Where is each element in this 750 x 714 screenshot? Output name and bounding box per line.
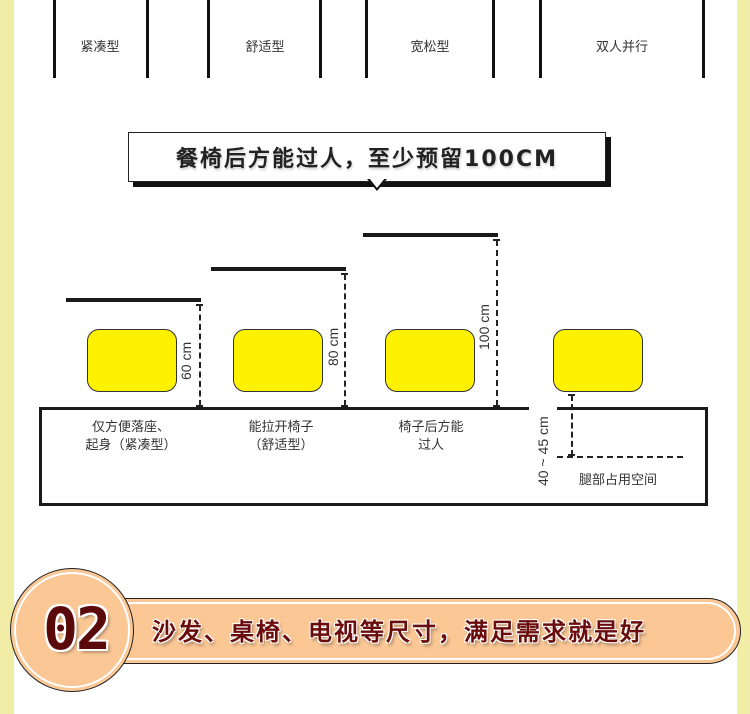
dimension-cap bbox=[493, 239, 500, 241]
section-banner bbox=[96, 598, 741, 664]
callout-pointer-fill bbox=[369, 178, 385, 188]
right-side-stripe bbox=[737, 0, 750, 714]
scenario-comfortable-line1: 能拉开椅子 bbox=[248, 420, 314, 435]
type-label-spacious: 宽松型 bbox=[410, 40, 450, 55]
chair-icon bbox=[385, 329, 475, 392]
type-label-two-person: 双人并行 bbox=[595, 40, 648, 55]
dimension-label-60: 60 cm bbox=[178, 341, 194, 380]
dimension-line-100 bbox=[496, 240, 498, 406]
section-number: 02 bbox=[43, 595, 111, 663]
scenario-pass-behind: 椅子后方能 过人 bbox=[372, 419, 490, 455]
dimension-cap bbox=[568, 394, 575, 396]
callout-title: 餐椅后方能过人，至少预留100CM bbox=[176, 147, 558, 172]
dimension-line-seat-height bbox=[571, 395, 573, 456]
divider-line bbox=[702, 0, 705, 78]
chair-icon bbox=[553, 329, 643, 392]
leg-space-line bbox=[557, 456, 683, 458]
dimension-line-80 bbox=[344, 274, 346, 406]
chair-icon bbox=[87, 329, 177, 392]
chair-icon bbox=[233, 329, 323, 392]
dimension-label-seat-height: 40 ~ 45 cm bbox=[535, 416, 551, 486]
scenario-comfortable-line2: （舒适型） bbox=[248, 438, 314, 453]
dimension-line-60 bbox=[199, 305, 201, 406]
leg-space-label: 腿部占用空间 bbox=[578, 473, 657, 488]
divider-line bbox=[319, 0, 322, 78]
scenario-pass-behind-line2: 过人 bbox=[417, 438, 444, 453]
dimension-cap bbox=[196, 304, 203, 306]
section-number-badge-inner-border bbox=[14, 572, 130, 688]
table-label-gap bbox=[529, 405, 557, 413]
dimension-cap bbox=[341, 405, 348, 407]
dimension-cap bbox=[341, 273, 348, 275]
dimension-cap bbox=[196, 405, 203, 407]
scenario-compact-line2: 起身（紧凑型） bbox=[85, 438, 177, 453]
dimension-cap bbox=[568, 454, 575, 456]
scenario-compact-line1: 仅方便落座、 bbox=[91, 420, 170, 435]
scenario-comfortable: 能拉开椅子 （舒适型） bbox=[222, 419, 340, 455]
type-label-comfortable: 舒适型 bbox=[245, 40, 285, 55]
wall-line-60 bbox=[66, 298, 201, 302]
divider-line bbox=[53, 0, 56, 78]
scenario-compact: 仅方便落座、 起身（紧凑型） bbox=[72, 419, 190, 455]
divider-line bbox=[207, 0, 210, 78]
wall-line-80 bbox=[211, 267, 346, 271]
section-title: 沙发、桌椅、电视等尺寸，满足需求就是好 bbox=[152, 618, 646, 646]
divider-line bbox=[365, 0, 368, 78]
divider-line bbox=[539, 0, 542, 78]
left-side-stripe bbox=[0, 0, 14, 714]
dimension-cap bbox=[493, 405, 500, 407]
callout-box: 餐椅后方能过人，至少预留100CM bbox=[128, 132, 606, 182]
dimension-label-100: 100 cm bbox=[476, 304, 492, 350]
scenario-pass-behind-line1: 椅子后方能 bbox=[398, 420, 464, 435]
dimension-label-80: 80 cm bbox=[325, 327, 341, 366]
wall-line-100 bbox=[363, 233, 498, 237]
type-label-compact: 紧凑型 bbox=[80, 40, 120, 55]
divider-line bbox=[492, 0, 495, 78]
divider-line bbox=[146, 0, 149, 78]
